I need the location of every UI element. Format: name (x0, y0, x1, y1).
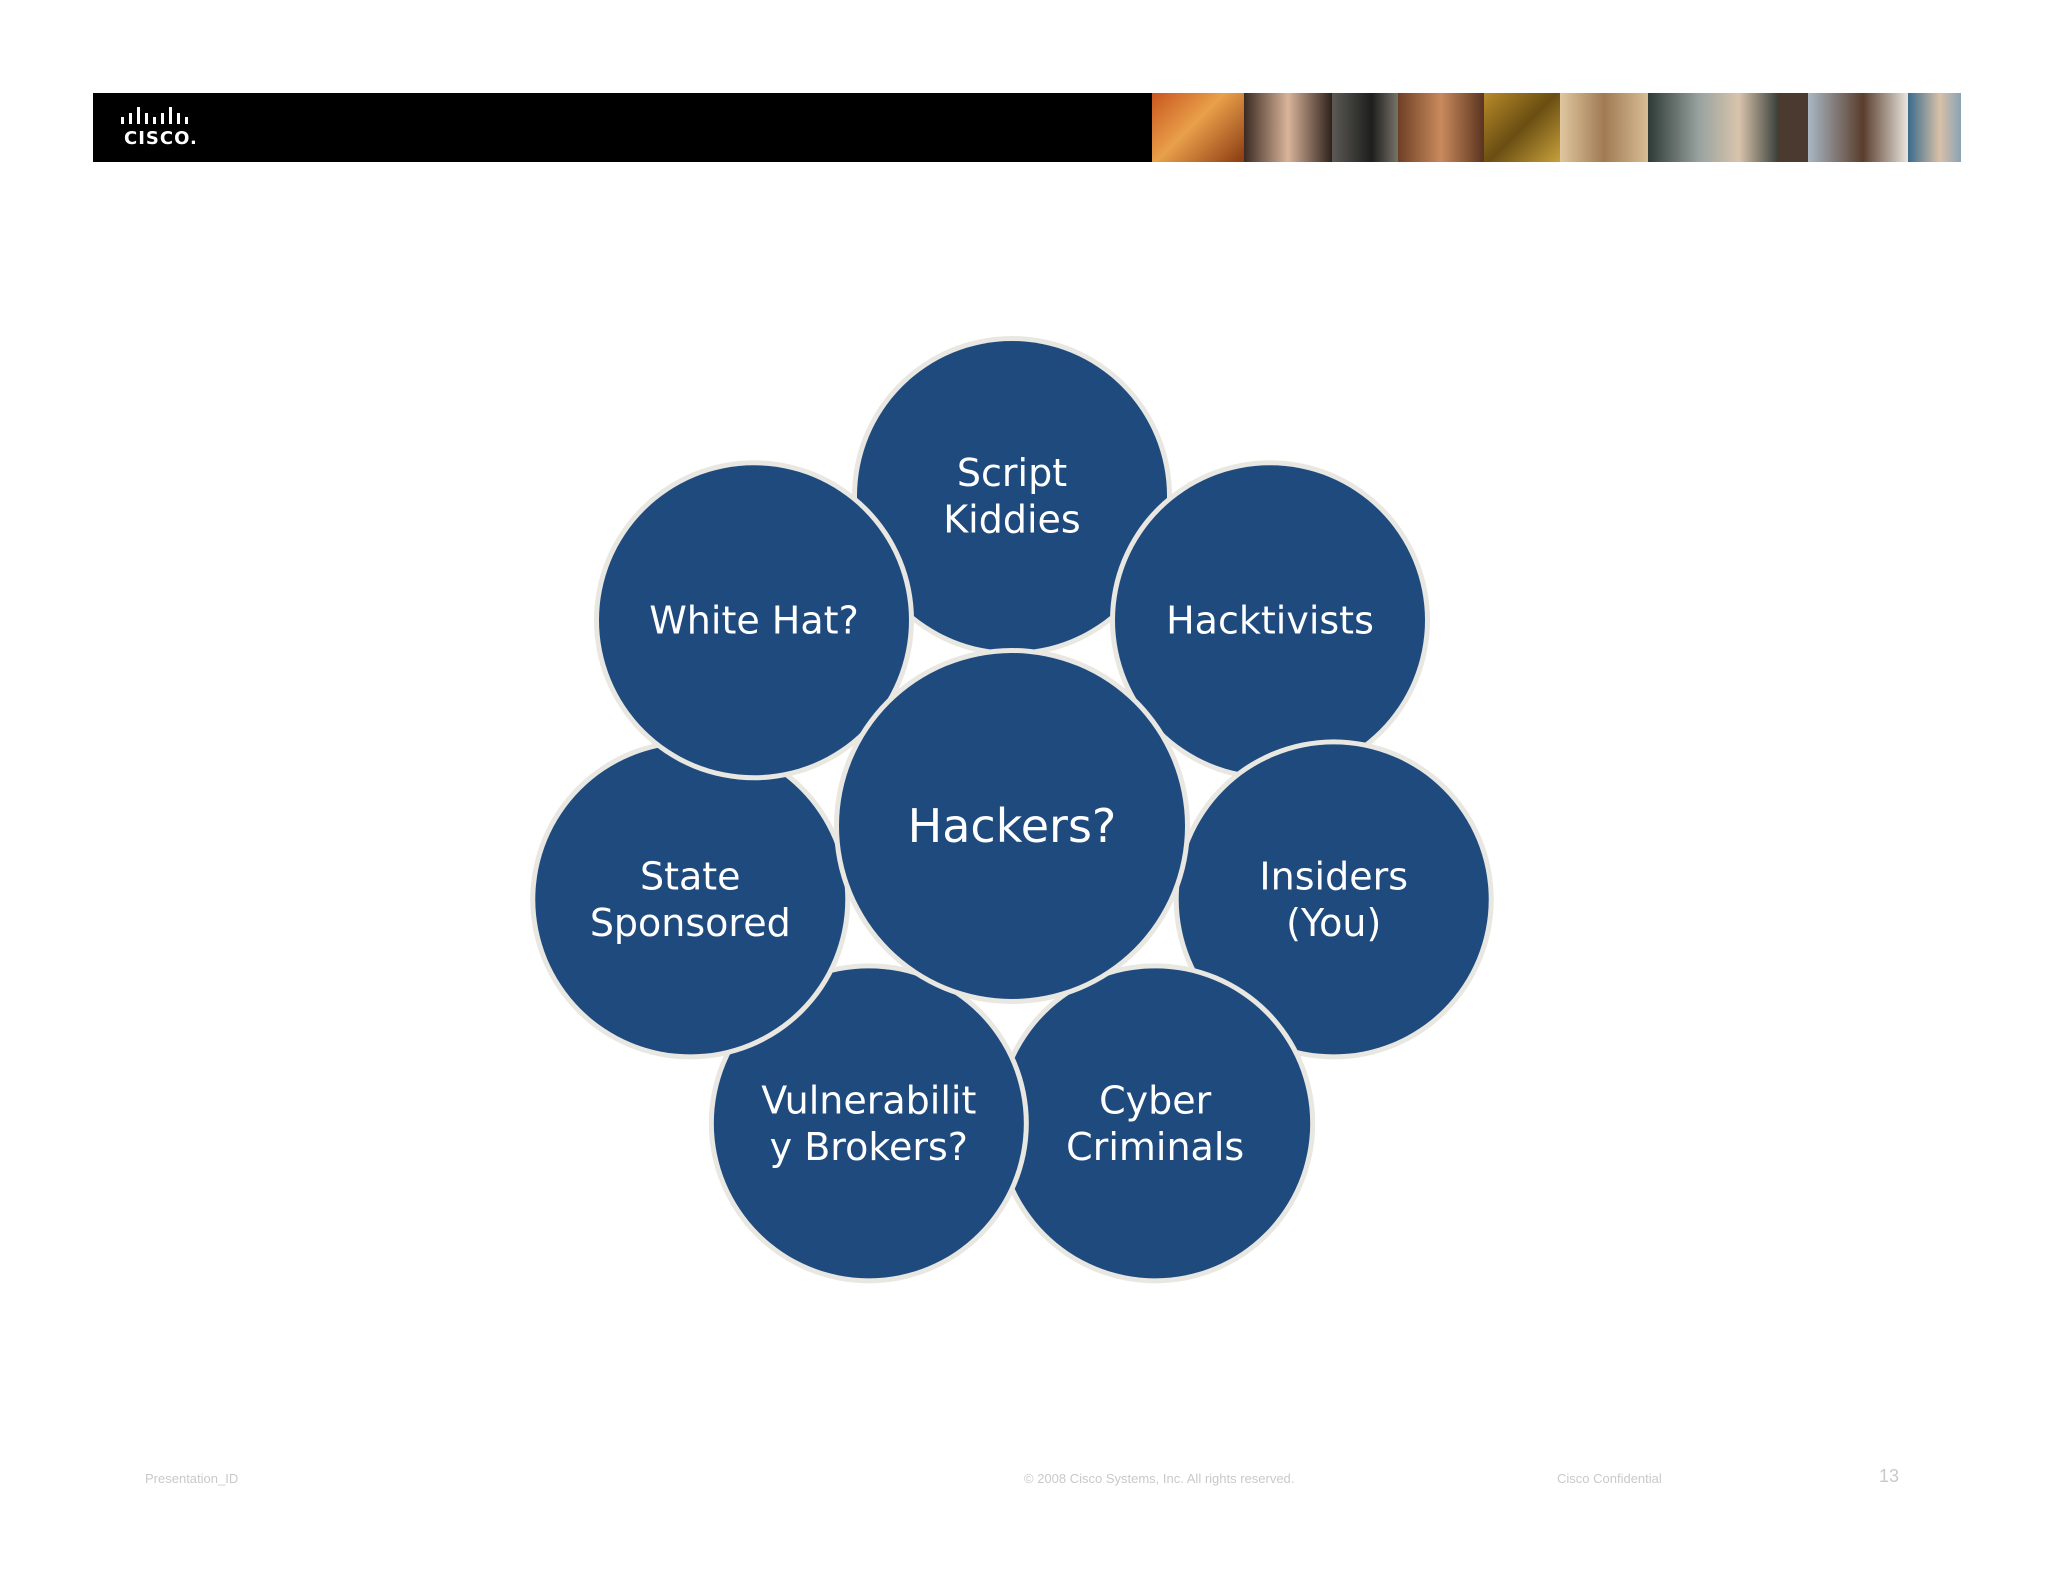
node-cyber-criminals-label: Criminals (1066, 1125, 1244, 1169)
footer-copyright: © 2008 Cisco Systems, Inc. All rights re… (1024, 1471, 1295, 1486)
node-circle (1000, 968, 1311, 1279)
photo-tile (1484, 93, 1560, 162)
node-hacktivists-label: Hacktivists (1166, 599, 1374, 643)
node-state-sponsored-label: Sponsored (590, 901, 791, 945)
center-group: Hackers? (834, 648, 1190, 1004)
node-circle (1178, 744, 1489, 1055)
photo-tile (1244, 93, 1332, 162)
header-photo-strip (1152, 93, 1961, 162)
header-bar: CISCO. (93, 93, 1961, 162)
node-circle (857, 341, 1167, 651)
node-circle (598, 465, 909, 776)
node-circle (535, 744, 846, 1055)
photo-tile (1152, 93, 1244, 162)
cisco-logo: CISCO. (119, 105, 209, 151)
node-white-hat: White Hat? (593, 460, 914, 781)
page-number: 13 (1879, 1466, 1900, 1486)
center-label: Hackers? (908, 799, 1117, 853)
nodes-group: ScriptKiddiesHacktivistsInsiders(You)Cyb… (530, 336, 1494, 1284)
node-script-kiddies-label: Kiddies (943, 497, 1080, 541)
node-state-sponsored-label: State (640, 855, 741, 899)
node-script-kiddies-label: Script (957, 451, 1067, 495)
photo-tile (1908, 93, 1961, 162)
node-circle (1115, 465, 1426, 776)
node-circle (713, 968, 1024, 1279)
footer-presentation-id: Presentation_ID (145, 1471, 239, 1486)
cisco-logo-bars-icon (121, 107, 188, 124)
node-insiders-label: Insiders (1259, 855, 1408, 899)
node-insiders: Insiders(You) (1173, 739, 1494, 1060)
node-vulnerability-brokers-label: Vulnerabilit (761, 1078, 976, 1122)
node-insiders-label: (You) (1286, 901, 1381, 945)
photo-tile (1778, 93, 1808, 162)
photo-tile (1808, 93, 1908, 162)
photo-tile (1332, 93, 1398, 162)
photo-tile (1560, 93, 1648, 162)
center-circle (839, 653, 1185, 999)
node-vulnerability-brokers-label: y Brokers? (770, 1125, 968, 1169)
photo-tile (1648, 93, 1778, 162)
cisco-logo-text: CISCO. (124, 128, 198, 149)
node-white-hat-label: White Hat? (649, 599, 859, 643)
node-hacktivists: Hacktivists (1110, 460, 1431, 781)
footer-confidential: Cisco Confidential (1557, 1471, 1662, 1486)
node-cyber-criminals-label: Cyber (1099, 1078, 1212, 1122)
photo-tile (1398, 93, 1484, 162)
